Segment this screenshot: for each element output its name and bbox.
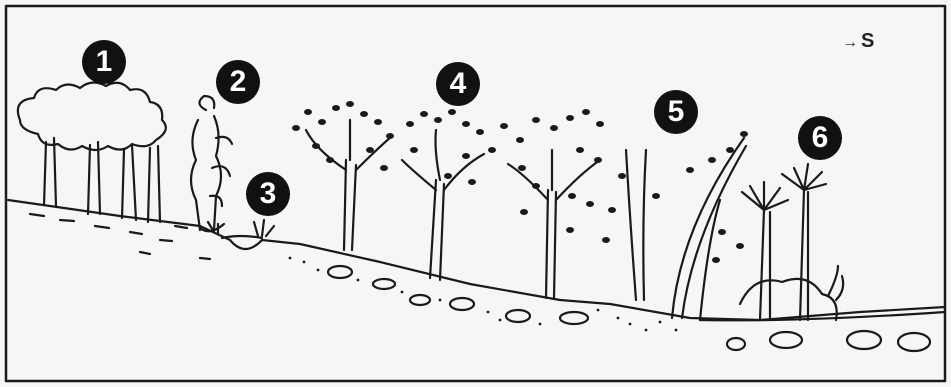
south-direction-indicator: →S (842, 30, 874, 53)
soil-dashes (30, 214, 210, 259)
stones (328, 266, 930, 351)
zone-label-6: 6 (798, 116, 842, 160)
zone-5-riparian-trees (626, 138, 746, 320)
zone-6-reed-palms (740, 164, 843, 320)
zone-2-vine-tree (191, 96, 232, 231)
zone-4-woodland (306, 120, 600, 298)
zone-label-1: 1 (82, 40, 126, 84)
zone-label-3: 3 (246, 172, 290, 216)
zone-label-4: 4 (436, 62, 480, 106)
zone-1-canopy-forest (18, 82, 166, 222)
zone-label-5: 5 (654, 90, 698, 134)
direction-label: S (861, 30, 874, 52)
arrow-right-icon: → (842, 34, 858, 51)
zone-label-2: 2 (216, 60, 260, 104)
